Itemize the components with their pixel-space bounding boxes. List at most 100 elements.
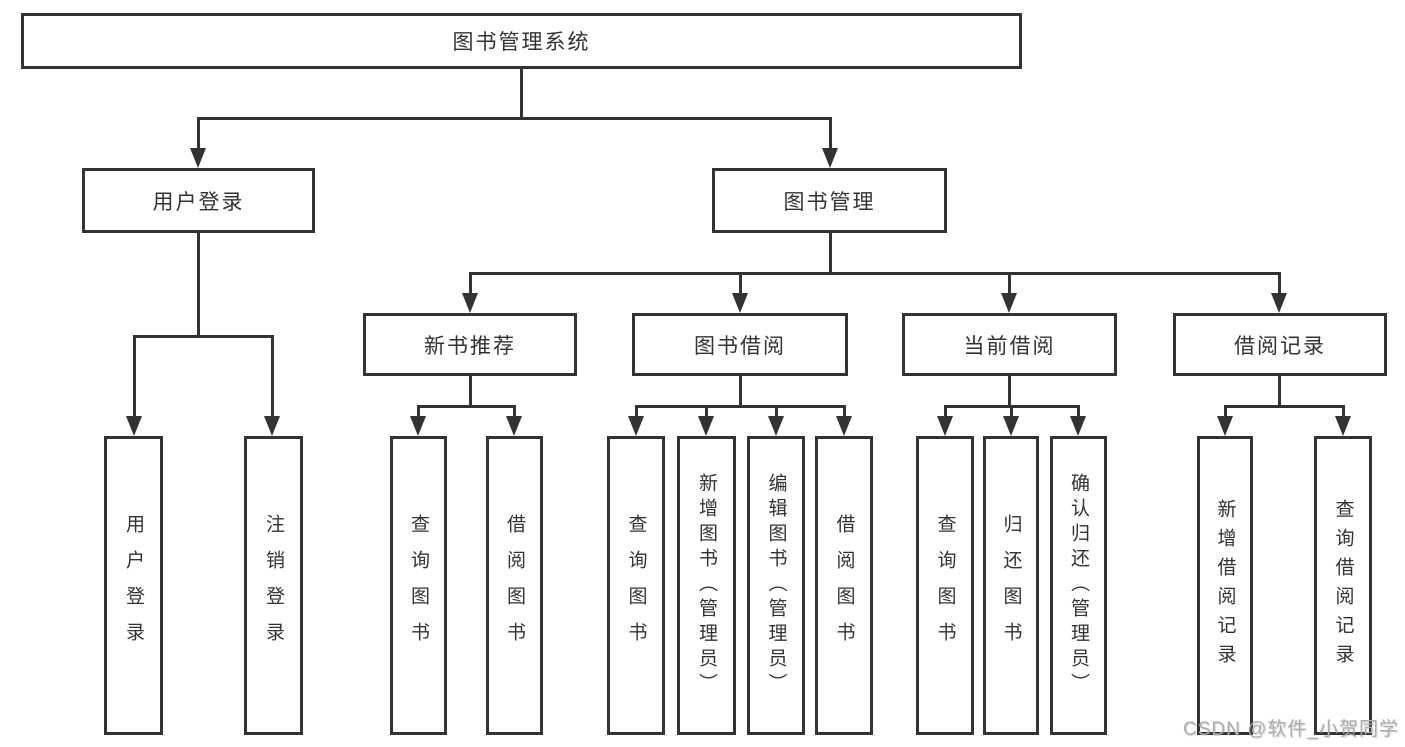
connector-hline [469,272,1280,275]
leaf-query-books: 查询图书 [916,436,974,735]
node-label: 借阅图书 [833,513,855,658]
arrow-down-icon [768,416,784,436]
arrow-down-icon [410,416,426,436]
node-current-borrowing: 当前借阅 [902,313,1117,376]
node-label: 确认归还（管理员） [1068,473,1089,698]
arrow-down-icon [506,416,522,436]
arrow-down-icon [628,416,644,436]
connector-stem [944,405,947,420]
node-label: 查询图书 [408,513,429,658]
connector-drop [937,405,953,436]
connector-drop [836,405,852,436]
connector-vline [1008,376,1011,407]
arrow-down-icon [1271,293,1287,313]
connector-vline [469,376,472,407]
leaf-return-books: 归还图书 [983,436,1039,735]
connector-drop [1003,405,1019,436]
connector-drop [410,405,426,436]
node-borrowing-records: 借阅记录 [1173,313,1387,376]
connector-hline [635,405,845,408]
leaf-add-books-admin: 新增图书（管理员） [677,436,736,735]
connector-hline [197,117,831,120]
node-label: 新书推荐 [424,334,516,358]
arrow-down-icon [732,293,748,313]
connector-stem [271,335,274,420]
connector-drop [1335,405,1351,436]
csdn-watermark: CSDN @软件_小贺同学 [1183,719,1399,740]
connector-stem [1010,405,1013,420]
connector-stem [1278,272,1281,297]
connector-drop [1271,272,1287,313]
arrow-down-icon [698,416,714,436]
connector-drop [190,117,206,168]
node-label: 编辑图书（管理员） [765,473,787,698]
connector-stem [635,405,638,420]
node-label: 新增借阅记录 [1214,498,1236,673]
connector-vline [739,376,742,407]
arrow-down-icon [190,148,206,168]
connector-drop [698,405,714,436]
leaf-query-books: 查询图书 [607,436,665,735]
arrow-down-icon [264,416,280,436]
arrow-down-icon [1070,416,1086,436]
leaf-confirm-return-admin: 确认归还（管理员） [1050,436,1107,735]
connector-stem [843,405,846,420]
connector-stem [513,405,516,420]
arrow-down-icon [462,293,478,313]
connector-drop [628,405,644,436]
node-book-management: 图书管理 [712,168,947,233]
connector-drop [732,272,748,313]
node-label: 图书借阅 [694,334,786,358]
node-label: 借阅图书 [504,513,525,658]
node-new-book-recommend: 新书推荐 [363,313,577,376]
leaf-add-borrow-record: 新增借阅记录 [1197,436,1253,735]
leaf-borrow-books: 借阅图书 [815,436,873,735]
connector-stem [1077,405,1080,420]
connector-drop [1217,405,1233,436]
connector-stem [1008,272,1011,297]
leaf-logout-login: 注销登录 [244,436,303,735]
node-label: 图书管理系统 [452,31,591,54]
node-label: 归还图书 [1000,513,1022,658]
connector-drop [264,335,280,436]
arrow-down-icon [1001,293,1017,313]
arrow-down-icon [1335,416,1351,436]
node-label: 用户登录 [123,513,144,658]
connector-stem [417,405,420,420]
node-label: 查询借阅记录 [1332,498,1354,673]
node-label: 注销登录 [263,513,284,658]
connector-drop [822,117,838,168]
node-label: 新增图书（管理员） [696,473,717,698]
connector-drop [1001,272,1017,313]
connector-stem [739,272,742,297]
connector-vline [1278,376,1281,407]
arrow-down-icon [126,416,142,436]
arrow-down-icon [1003,416,1019,436]
arrow-down-icon [1217,416,1233,436]
connector-stem [775,405,778,420]
connector-drop [1070,405,1086,436]
connector-stem [705,405,708,420]
connector-hline [1224,405,1344,408]
node-label: 查询图书 [625,513,647,658]
leaf-borrow-books: 借阅图书 [486,436,543,735]
node-label: 借阅记录 [1234,334,1326,358]
connector-drop [768,405,784,436]
connector-vline [829,233,832,274]
leaf-query-borrow-record: 查询借阅记录 [1314,436,1372,735]
connector-drop [462,272,478,313]
connector-hline [417,405,515,408]
connector-stem [829,117,832,152]
arrow-down-icon [937,416,953,436]
connector-stem [469,272,472,297]
node-label: 用户登录 [152,190,245,214]
connector-stem [133,335,136,420]
arrow-down-icon [822,148,838,168]
node-label: 当前借阅 [963,334,1056,358]
node-user-login: 用户登录 [82,168,315,233]
node-label: 查询图书 [934,513,956,658]
connector-stem [1342,405,1345,420]
connector-drop [506,405,522,436]
leaf-query-books: 查询图书 [390,436,447,735]
